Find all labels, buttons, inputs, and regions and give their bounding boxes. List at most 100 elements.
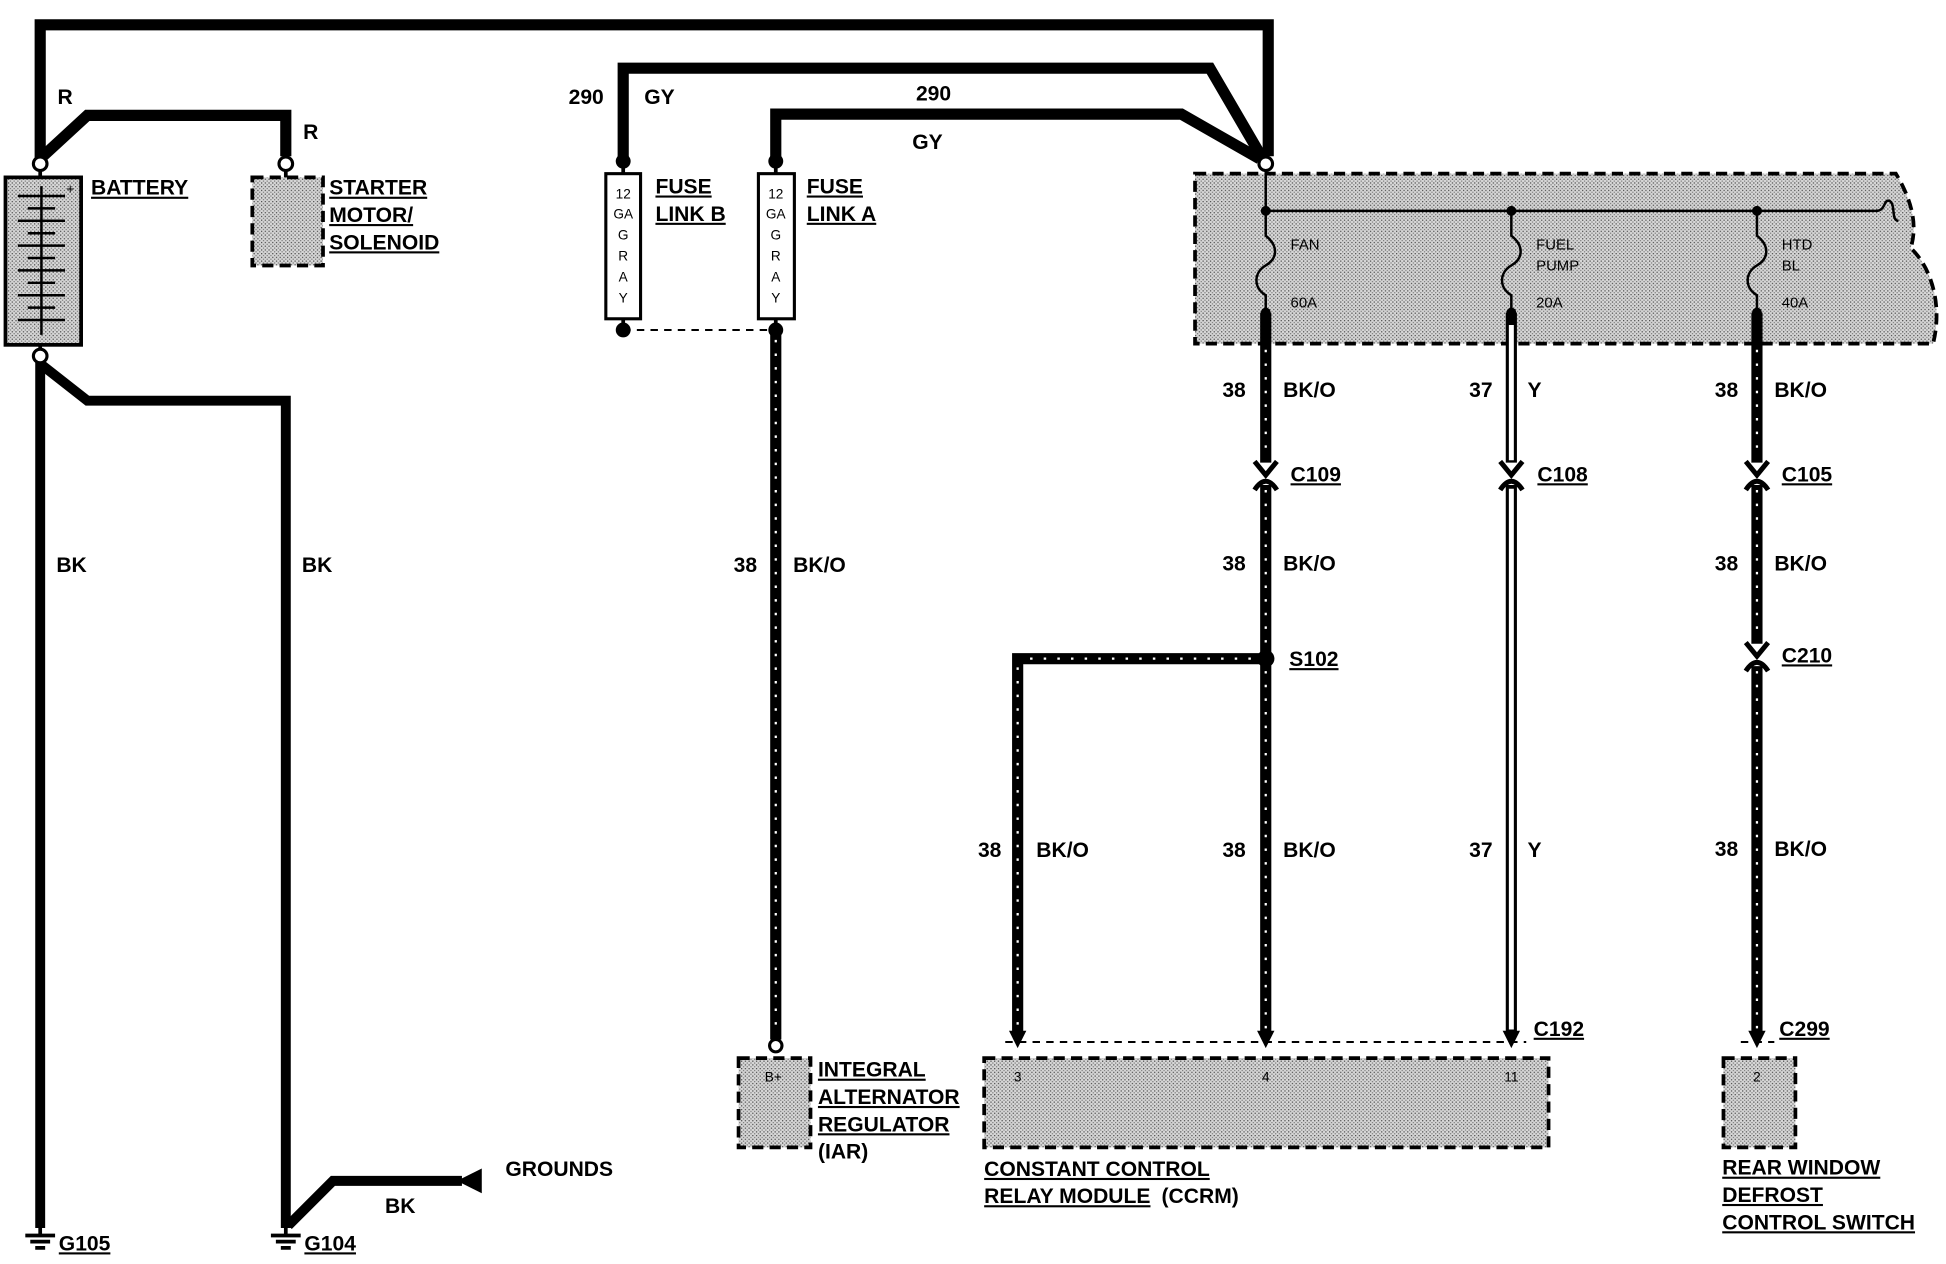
fuse-link-b-circuit-label: 290 bbox=[569, 86, 604, 109]
fuse-box-bus bbox=[1264, 169, 1899, 223]
fuse-link-a-gauge-5: A bbox=[771, 270, 781, 285]
wire-r-battery-to-starter bbox=[36, 109, 292, 163]
fuse-link-b-bottom-dot bbox=[615, 322, 631, 338]
battery-positive-mark: + bbox=[66, 182, 74, 197]
fuse-link-a-label-line-1: FUSE bbox=[807, 176, 863, 199]
alternator-feed-wire-color-label: BK/O bbox=[793, 554, 846, 577]
fuse-link-b-top-dot bbox=[615, 153, 631, 169]
battery-body bbox=[3, 175, 83, 347]
fuse-link-a-body bbox=[756, 172, 796, 321]
branch-color: BK/O bbox=[1036, 839, 1089, 862]
htd-seg1-circuit: 38 bbox=[1715, 379, 1739, 402]
wire-r-battery-to-fuse-box bbox=[34, 19, 1274, 158]
connector-c192-pin3-arrow-icon bbox=[1008, 1030, 1027, 1049]
fuse-htd-bl-icon bbox=[1746, 210, 1768, 318]
wire-290-gy-fuse-link-a bbox=[770, 108, 1263, 164]
htd-seg1-color: BK/O bbox=[1774, 379, 1827, 402]
htd-seg2-color: BK/O bbox=[1774, 553, 1827, 576]
htd-seg3-color: BK/O bbox=[1774, 838, 1827, 861]
connector-c109-label: C109 bbox=[1291, 463, 1341, 486]
fuse-htd-bl-name-line-2: BL bbox=[1782, 258, 1800, 274]
alternator-feed-circuit-label: 38 bbox=[734, 554, 758, 577]
starter-label-line-1: STARTER bbox=[329, 177, 427, 200]
fuse-fuel-pump-icon bbox=[1500, 210, 1522, 318]
alternator-label-line-2: ALTERNATOR bbox=[818, 1086, 960, 1109]
fuse-fan-top-dot bbox=[1260, 205, 1271, 216]
ccrm-body bbox=[982, 1056, 1551, 1150]
fan-seg1-color: BK/O bbox=[1283, 379, 1336, 402]
fuse-fuel-pump-top-dot bbox=[1506, 205, 1517, 216]
fuel-seg1-circuit: 37 bbox=[1469, 379, 1492, 402]
branch-circuit: 38 bbox=[978, 839, 1002, 862]
starter-terminal bbox=[277, 155, 295, 173]
alternator-label-line-1: INTEGRAL bbox=[818, 1059, 926, 1082]
fuse-link-b-wire-color-label: GY bbox=[644, 86, 674, 109]
fuse-htd-bl-bottom-dot bbox=[1751, 307, 1762, 318]
fuse-fan-bottom-dot bbox=[1260, 307, 1271, 318]
fan-seg2-color: BK/O bbox=[1283, 553, 1336, 576]
ccrm-pin-11: 11 bbox=[1504, 1070, 1518, 1085]
rear-defrost-switch-body bbox=[1721, 1056, 1798, 1150]
grounds-wire-color-label: BK bbox=[385, 1195, 416, 1218]
fuse-fuel-pump-name-line-2: PUMP bbox=[1536, 258, 1579, 274]
connector-c105-label: C105 bbox=[1782, 463, 1833, 486]
fuse-fan-icon bbox=[1255, 210, 1277, 318]
fuse-box bbox=[1193, 171, 1939, 346]
ccrm-abbreviation: (CCRM) bbox=[1162, 1185, 1239, 1208]
fuel-seg2-circuit: 37 bbox=[1469, 839, 1492, 862]
fuse-link-a-label-line-2: LINK A bbox=[807, 203, 876, 226]
fuse-fan-rating: 60A bbox=[1291, 296, 1318, 312]
connector-c299-pin2-arrow-icon bbox=[1748, 1030, 1766, 1049]
fuse-link-b-body bbox=[604, 172, 643, 321]
fuse-link-b-gauge-6: Y bbox=[619, 291, 628, 306]
ccrm-label-line-2: RELAY MODULE bbox=[984, 1185, 1150, 1208]
alternator-pin-label: B+ bbox=[765, 1070, 782, 1085]
fan-seg3-color: BK/O bbox=[1283, 839, 1336, 862]
battery-negative-terminal bbox=[31, 347, 49, 365]
fuse-fan-name: FAN bbox=[1291, 237, 1320, 253]
fuse-link-b-label-line-2: LINK B bbox=[655, 203, 725, 226]
fan-seg2-circuit: 38 bbox=[1222, 553, 1246, 576]
connector-c210-label: C210 bbox=[1782, 644, 1832, 667]
fuse-link-a-gauge-3: G bbox=[770, 227, 781, 242]
fan-seg3-circuit: 38 bbox=[1222, 839, 1246, 862]
battery-label: BATTERY bbox=[91, 177, 188, 200]
fuel-seg1-color: Y bbox=[1527, 379, 1541, 402]
fuse-link-b-gauge-1: 12 bbox=[616, 186, 631, 201]
fuse-fuel-pump-rating: 20A bbox=[1536, 296, 1563, 312]
ccrm-pin-4: 4 bbox=[1262, 1070, 1270, 1085]
fuse-link-b-gauge-5: A bbox=[619, 270, 629, 285]
wire-38-bko-s102-branch-stripe bbox=[1016, 657, 1251, 1029]
htd-seg2-circuit: 38 bbox=[1715, 553, 1739, 576]
fuse-htd-bl-name-line-1: HTD bbox=[1782, 237, 1813, 253]
fuse-link-a-gauge-6: Y bbox=[771, 291, 780, 306]
alternator-terminal bbox=[768, 1037, 784, 1054]
fuse-link-a-gauge-1: 12 bbox=[768, 186, 783, 201]
ground-g104-icon bbox=[270, 1228, 301, 1250]
starter-body bbox=[250, 175, 325, 268]
splice-s102-dot bbox=[1257, 649, 1275, 668]
fuse-link-a-gauge-4: R bbox=[771, 248, 781, 263]
fuse-link-a-circuit-label: 290 bbox=[916, 82, 951, 105]
grounds-label: GROUNDS bbox=[505, 1158, 613, 1181]
connector-c192-pin11-arrow-icon bbox=[1502, 1030, 1521, 1049]
fuse-box-input-terminal bbox=[1257, 155, 1275, 173]
fuse-fuel-pump-bottom-dot bbox=[1506, 307, 1517, 318]
connector-c105-icon bbox=[1743, 459, 1771, 492]
rear-defrost-label-line-1: REAR WINDOW bbox=[1722, 1157, 1880, 1180]
wire-bk-battery-to-g104 bbox=[38, 360, 291, 1229]
ground-g105-icon bbox=[25, 1228, 56, 1250]
wire-290-gy-fuse-link-b bbox=[617, 62, 1267, 162]
rear-defrost-label-line-2: DEFROST bbox=[1722, 1184, 1823, 1207]
connector-c299-label: C299 bbox=[1779, 1018, 1829, 1041]
splice-s102-label: S102 bbox=[1289, 648, 1338, 671]
connector-c192-label: C192 bbox=[1534, 1018, 1584, 1041]
ground-wire-right-color-label: BK bbox=[302, 554, 333, 577]
alternator-body bbox=[736, 1056, 813, 1150]
fuse-link-b-gauge-2: GA bbox=[613, 206, 634, 221]
alternator-label-line-3: REGULATOR bbox=[818, 1113, 950, 1136]
connector-c192-pin4-arrow-icon bbox=[1257, 1030, 1275, 1049]
fan-seg1-circuit: 38 bbox=[1222, 379, 1246, 402]
fuel-seg2-color: Y bbox=[1527, 839, 1541, 862]
